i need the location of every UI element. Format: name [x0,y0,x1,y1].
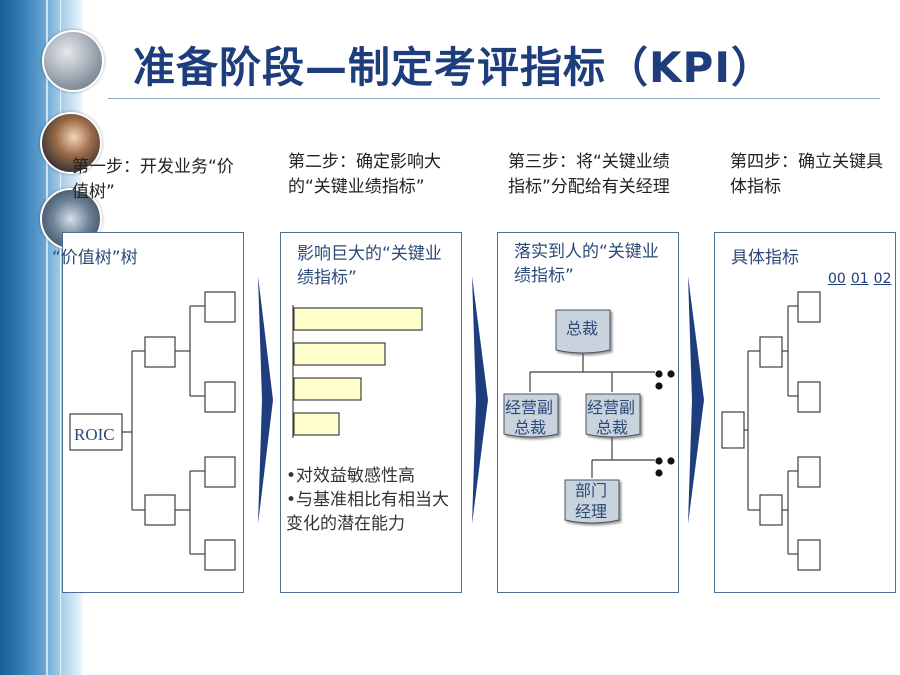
value-tree [69,291,236,571]
specific-kpi-heading: 具体指标 [731,248,799,268]
kpi-link[interactable]: 00 [828,271,846,287]
decor-photo-circle [40,112,102,174]
tree-leaf-box [204,381,236,413]
slide-title: 准备阶段—制定考评指标（KPI） [133,43,774,92]
step-arrow [688,276,704,524]
side-decor-line [60,0,61,675]
side-decor-line [46,0,48,675]
kpi-criteria-item: •与基准相比有相当大变化的潜在能力 [286,490,450,534]
tree-leaf-box [797,291,821,323]
org-box-president [555,309,611,354]
kpi-bar [293,307,423,331]
kpi-bar [293,342,386,366]
kpi-criteria-item: •对效益敏感性高 [286,466,416,486]
org-label-vp2: 经营副总裁 [587,399,635,437]
step-arrow [258,276,273,524]
tree-node-box [144,336,176,368]
root-node-box [721,411,745,449]
specific-kpi-tree [721,291,821,571]
kpi-link[interactable]: 02 [873,271,892,287]
org-label-president: 总裁 [566,320,598,338]
step-arrow [472,276,488,524]
tree-node-box [759,494,783,526]
tree-leaf-box [797,456,821,488]
title-underline [108,98,880,99]
kpi-bar [293,377,362,401]
org-chart [503,309,675,524]
tree-leaf-box [204,291,236,323]
step-4-label: 第四步：确立关键具体指标 [730,152,883,197]
assigned-kpi-heading: 落实到人的“关键业绩指标” [514,242,659,286]
step-3-label: 第三步：将“关键业绩指标”分配给有关经理 [508,152,670,197]
tree-node-box [759,336,783,368]
tree-leaf-box [797,381,821,413]
org-box-vp [585,393,641,438]
step-2-label: 第二步：确定影响大的“关键业绩指标” [288,152,441,197]
org-label-vp1: 经营副总裁 [505,399,553,437]
decor-photo-circle [42,30,104,92]
org-box-vp [503,393,559,438]
step-1-label: 第一步：开发业务“价值树” [72,157,234,202]
tree-node-box [144,494,176,526]
kpi-bar [293,412,340,436]
tree-leaf-box [204,539,236,571]
kpi-link[interactable]: 01 [850,271,869,287]
org-label-dept: 部门经理 [575,482,607,521]
tree-leaf-box [797,539,821,571]
value-tree-heading: “价值树”树 [52,248,138,268]
kpi-criteria-list: •对效益敏感性高 •与基准相比有相当大变化的潜在能力 [286,464,458,536]
kpi-heading: 影响巨大的“关键业绩指标” [297,244,442,288]
tree-leaf-box [204,456,236,488]
org-box-dept-manager [564,479,620,524]
kpi-bar-group [293,307,423,436]
ellipsis-dots [655,370,675,477]
root-node-box [69,413,123,451]
root-node-label: ROIC [74,425,115,444]
